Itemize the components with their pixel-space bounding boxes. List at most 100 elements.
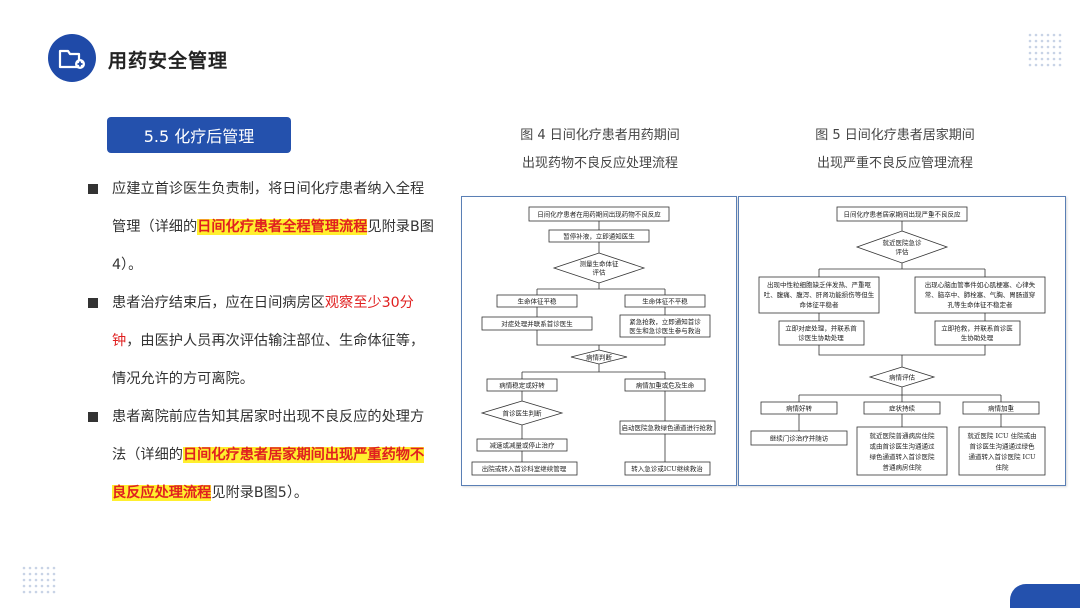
- flow-node: 日间化疗患者居家期间出现严重不良反应: [836, 206, 968, 222]
- highlighted-text: 日间化疗患者全程管理流程: [197, 219, 368, 235]
- figure5-caption: 图 5 日间化疗患者居家期间 出现严重不良反应管理流程: [742, 122, 1048, 178]
- flow-node: 病情好转: [760, 401, 838, 415]
- figure4-caption-line1: 图 4 日间化疗患者用药期间: [520, 128, 680, 143]
- page-title: 用药安全管理: [108, 50, 229, 72]
- flow-node: 对症处理并联系首诊医生: [481, 316, 593, 331]
- header-logo: [48, 34, 96, 82]
- flow-node-text: 生协助处理: [961, 333, 994, 342]
- flow-node: 症状持续: [863, 401, 941, 415]
- flow-node: 生命体征不平稳: [624, 294, 706, 308]
- flow-node-text: 首诊医生判断: [503, 409, 543, 418]
- flow-node: 暂停补液，立即通知医生: [548, 229, 650, 243]
- flow-node-text: 对症处理并联系首诊医生: [501, 319, 573, 328]
- flow-node-text: 命体征平稳者: [800, 300, 840, 309]
- flow-node-text: 出现中性粒细胞缺乏伴发热、严重呕: [767, 280, 872, 289]
- flow-node: 转入急诊或ICU继续救治: [624, 461, 711, 476]
- square-bullet-icon: [88, 298, 98, 308]
- flow-node: 继续门诊治疗并随访: [750, 430, 848, 446]
- flow-node-text: 暂停补液，立即通知医生: [563, 232, 635, 241]
- folder-add-icon: [58, 49, 85, 69]
- flow-node-text: 立即抢救，并联系首诊医: [941, 324, 1013, 333]
- flow-node-text: 生命体征不平稳: [642, 297, 688, 306]
- square-bullet-icon: [88, 184, 98, 194]
- flow-node-text: 孔等生命体征不稳定者: [948, 300, 1014, 309]
- flow-node-text: 减速或减量或停止治疗: [490, 441, 556, 450]
- bullet-text: 应建立首诊医生负责制，将日间化疗患者纳入全程管理（详细的: [112, 181, 425, 235]
- emphasis-text: 观察至少30分钟: [112, 295, 414, 349]
- flow-node-text: 就近医院 ICU 住院或由: [967, 431, 1036, 440]
- flow-node-text: 或由首诊医生沟通通过: [870, 442, 936, 451]
- flow-node-text: 就近医院普通病房住院: [870, 431, 936, 440]
- flow-node-text: 常、脑卒中、肺栓塞、气胸、胃肠道穿: [925, 290, 1036, 299]
- bullet-item: 患者治疗结束后，应在日间病房区观察至少30分钟，由医护人员再次评估输注部位、生命…: [86, 284, 438, 398]
- bullet-text: 患者治疗结束后，应在日间病房区: [112, 295, 325, 311]
- flow-node-text: 病情评估: [889, 373, 916, 382]
- flow-node: 启动医院急救绿色通道进行抢救: [619, 420, 716, 435]
- figure5-flowchart: 日间化疗患者居家期间出现严重不良反应 就近医院急诊评估 出现中性粒细胞缺乏伴发热…: [738, 196, 1066, 486]
- flow-node: 病情加重: [962, 401, 1040, 415]
- flow-node-text: 转入急诊或ICU继续救治: [631, 464, 703, 473]
- figure4-flowchart: 日间化疗患者在用药期间出现药物不良反应 暂停补液，立即通知医生 测量生命体征评估…: [461, 196, 737, 486]
- bullet-item: 应建立首诊医生负责制，将日间化疗患者纳入全程管理（详细的日间化疗患者全程管理流程…: [86, 170, 438, 284]
- bullet-item: 患者离院前应告知其居家时出现不良反应的处理方法（详细的日间化疗患者居家期间出现严…: [86, 398, 438, 512]
- flow-node-text: 出院或转入首诊科室继续管理: [482, 464, 567, 473]
- flow-node-text: 出现心脑血管事件如心肌梗塞、心律失: [925, 280, 1036, 289]
- flow-node-text: 日间化疗患者居家期间出现严重不良反应: [844, 210, 962, 219]
- flow-node-text: 住院: [996, 463, 1010, 472]
- flow-decision: 首诊医生判断: [480, 400, 564, 426]
- flow-node: 病情加重或危及生命: [624, 378, 706, 392]
- flow-node-text: 生命体征平稳: [518, 297, 558, 306]
- flow-node-text: 立即对症处理，并联系首: [785, 324, 857, 333]
- figure4-caption-line2: 出现药物不良反应处理流程: [521, 156, 678, 171]
- flow-node-text: 医生和急诊医生参与救治: [629, 326, 701, 335]
- flow-node-text: 病情加重: [988, 404, 1015, 413]
- flow-node: 日间化疗患者在用药期间出现药物不良反应: [528, 206, 670, 222]
- decorative-corner-tab: [1010, 584, 1080, 608]
- flow-node-text: 测量生命体征: [580, 259, 620, 268]
- flow-decision: 病情判断: [570, 349, 628, 365]
- flow-node: 病情稳定或好转: [486, 378, 558, 392]
- flow-node-text: 继续门诊治疗并随访: [770, 434, 829, 443]
- bullet-text: 见附录B图4）。: [112, 219, 434, 273]
- flow-node-text: 病情加重或危及生命: [636, 381, 695, 390]
- square-bullet-icon: [88, 412, 98, 422]
- flow-node-text: 吐、腹痛、腹泻、肝肾功能损伤等但生: [764, 290, 875, 299]
- flow-node-text: 首诊医生沟通通过绿色: [970, 442, 1036, 451]
- flow-decision: 病情评估: [868, 366, 936, 388]
- flow-node-text: 紧急抢救，立即通知首诊: [629, 317, 701, 326]
- flow-node: 生命体征平稳: [496, 294, 578, 308]
- flow-node-text: 绿色通道转入首诊医院: [870, 452, 936, 461]
- flow-node-text: 症状持续: [889, 404, 916, 413]
- figure5-caption-line2: 出现严重不良反应管理流程: [816, 156, 973, 171]
- flow-node-text: 就近医院急诊: [883, 238, 923, 247]
- figure4-caption: 图 4 日间化疗患者用药期间 出现药物不良反应处理流程: [462, 122, 738, 178]
- flow-node-text: 评估: [896, 247, 910, 256]
- flow-node-text: 病情好转: [786, 404, 813, 413]
- bullet-text: 患者离院前应告知其居家时出现不良反应的处理方法（详细的: [112, 409, 425, 463]
- flow-node-text: 普通病房住院: [883, 463, 923, 472]
- flow-node: 出现心脑血管事件如心肌梗塞、心律失常、脑卒中、肺栓塞、气胸、胃肠道穿孔等生命体征…: [914, 276, 1046, 314]
- flow-node-text: 诊医生协助处理: [798, 333, 844, 342]
- bullet-list: 应建立首诊医生负责制，将日间化疗患者纳入全程管理（详细的日间化疗患者全程管理流程…: [86, 170, 438, 512]
- bullet-text: 见附录B图5）。: [211, 485, 309, 501]
- flow-node-text: 病情判断: [586, 353, 613, 362]
- flow-node-text: 评估: [593, 268, 607, 277]
- flow-node-text: 启动医院急救绿色通道进行抢救: [622, 423, 714, 432]
- section-badge: 5.5 化疗后管理: [107, 117, 291, 153]
- bullet-text: ，由医护人员再次评估输注部位、生命体征等，情况允许的方可离院。: [112, 333, 425, 387]
- figure5-caption-line1: 图 5 日间化疗患者居家期间: [815, 128, 975, 143]
- decorative-dots-top-right: [1028, 33, 1062, 67]
- flow-node-text: 病情稳定或好转: [499, 381, 545, 390]
- flow-node: 出院或转入首诊科室继续管理: [471, 461, 578, 476]
- flow-node-text: 日间化疗患者在用药期间出现药物不良反应: [537, 210, 661, 219]
- flow-node: 减速或减量或停止治疗: [476, 438, 568, 452]
- flow-node-text: 通道转入首诊医院 ICU: [968, 452, 1036, 461]
